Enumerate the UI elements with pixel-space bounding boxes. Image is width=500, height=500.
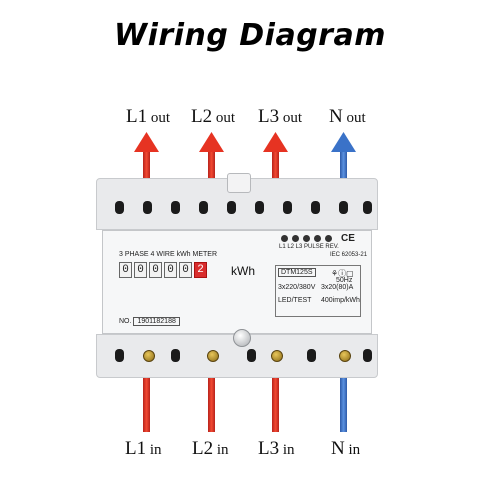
- label-l2-in: L2 in: [192, 438, 229, 459]
- label-n-in: N in: [331, 438, 361, 459]
- test-label: LED/TEST: [278, 297, 312, 304]
- counter-digit: 0: [119, 262, 132, 278]
- led-l2: [292, 235, 299, 242]
- energy-counter: 0 0 0 0 0 2: [119, 262, 207, 278]
- symbol-icons: ⚘ⓘ▢: [331, 269, 354, 278]
- screw-n: [339, 350, 351, 362]
- spec-panel: DTM125S ⚘ⓘ▢ 3x220/380V 3x20(80)A LED/TES…: [275, 265, 361, 317]
- ce-mark: CE: [341, 233, 355, 244]
- din-release: [233, 329, 251, 347]
- meter-faceplate: 3 PHASE 4 WIRE kWh METER 0 0 0 0 0 2 kWh…: [102, 230, 372, 334]
- bottom-terminal-block: [96, 329, 378, 378]
- counter-digit: 0: [164, 262, 177, 278]
- frequency-rating: 50Hz: [336, 277, 353, 284]
- led-labels: L1 L2 L3 PULSE REV.: [279, 244, 339, 250]
- standard-label: IEC 62053-21: [330, 252, 368, 258]
- screw-l3: [271, 350, 283, 362]
- label-l1-in: L1 in: [125, 438, 162, 459]
- serial-number: NO.1901182188: [119, 317, 180, 326]
- diagram-title: Wiring Diagram: [114, 18, 386, 53]
- din-clip: [227, 173, 251, 193]
- led-l3: [303, 235, 310, 242]
- impulse-rating: 400imp/kWh: [321, 297, 360, 304]
- label-l3-out: L3 out: [258, 106, 303, 127]
- screw-l1: [143, 350, 155, 362]
- label-l2-out: L2 out: [191, 106, 236, 127]
- counter-unit: kWh: [231, 264, 255, 278]
- led-pulse: [314, 235, 321, 242]
- top-terminal-block: [96, 173, 378, 230]
- meter-header: 3 PHASE 4 WIRE kWh METER: [119, 251, 218, 258]
- voltage-rating: 3x220/380V: [278, 284, 316, 291]
- counter-digit: 0: [149, 262, 162, 278]
- current-rating: 3x20(80)A: [321, 284, 354, 291]
- led-rev: [325, 235, 332, 242]
- label-l3-in: L3 in: [258, 438, 295, 459]
- counter-digit-decimal: 2: [194, 262, 207, 278]
- counter-digit: 0: [179, 262, 192, 278]
- label-l1-out: L1 out: [126, 106, 171, 127]
- label-n-out: N out: [329, 106, 366, 127]
- model-number: DTM125S: [278, 268, 316, 277]
- counter-digit: 0: [134, 262, 147, 278]
- kwh-meter: 3 PHASE 4 WIRE kWh METER 0 0 0 0 0 2 kWh…: [96, 173, 378, 378]
- screw-l2: [207, 350, 219, 362]
- led-l1: [281, 235, 288, 242]
